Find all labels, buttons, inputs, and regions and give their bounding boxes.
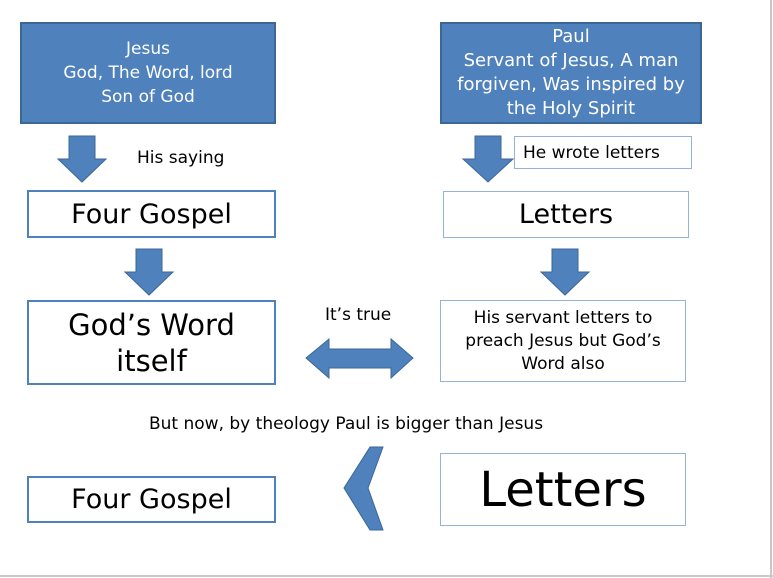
- page-border-right: [770, 0, 772, 578]
- page-border-bottom: [0, 575, 773, 577]
- down-arrow-icon: [539, 248, 591, 296]
- paul-box: Paul Servant of Jesus, A man forgiven, W…: [440, 22, 702, 124]
- down-arrow-icon: [56, 135, 108, 183]
- paul-line: the Holy Spirit: [506, 98, 636, 119]
- letters-label: Letters: [518, 199, 614, 230]
- gods-word-line: God’s Word: [68, 307, 235, 342]
- servant-line: preach Jesus but God’s: [465, 330, 661, 351]
- four-gospel-box: Four Gospel: [27, 190, 276, 238]
- jesus-line: Son of God: [101, 87, 195, 107]
- down-arrow-icon: [123, 248, 175, 296]
- jesus-box: Jesus God, The Word, lord Son of God: [20, 22, 276, 124]
- its-true-label: It’s true: [325, 305, 392, 325]
- bottom-four-gospel-label: Four Gospel: [71, 484, 232, 515]
- paul-line: forgiven, Was inspired by: [457, 74, 685, 95]
- jesus-line: God, The Word, lord: [63, 63, 233, 83]
- his-saying-label: His saying: [137, 148, 225, 168]
- down-arrow-icon: [461, 135, 515, 183]
- four-gospel-label: Four Gospel: [71, 198, 232, 230]
- he-wrote-letters-box: He wrote letters: [514, 136, 692, 169]
- paul-line: Servant of Jesus, A man: [463, 50, 679, 71]
- bottom-four-gospel-box: Four Gospel: [27, 476, 276, 523]
- servant-letters-box: His servant letters to preach Jesus but …: [440, 300, 686, 382]
- bottom-letters-box: Letters: [440, 453, 686, 526]
- gods-word-box: God’s Word itself: [27, 300, 276, 385]
- double-arrow-icon: [305, 337, 414, 380]
- servant-line: Word also: [521, 353, 605, 374]
- letters-box: Letters: [443, 191, 689, 238]
- paul-line: Paul: [552, 26, 590, 47]
- less-than-chevron-icon: [343, 446, 384, 531]
- conclusion-text: But now, by theology Paul is bigger than…: [149, 414, 544, 434]
- he-wrote-letters-label: He wrote letters: [523, 142, 660, 163]
- bottom-letters-label: Letters: [479, 461, 647, 518]
- servant-line: His servant letters to: [473, 307, 653, 328]
- gods-word-line: itself: [116, 343, 187, 378]
- jesus-line: Jesus: [126, 39, 170, 59]
